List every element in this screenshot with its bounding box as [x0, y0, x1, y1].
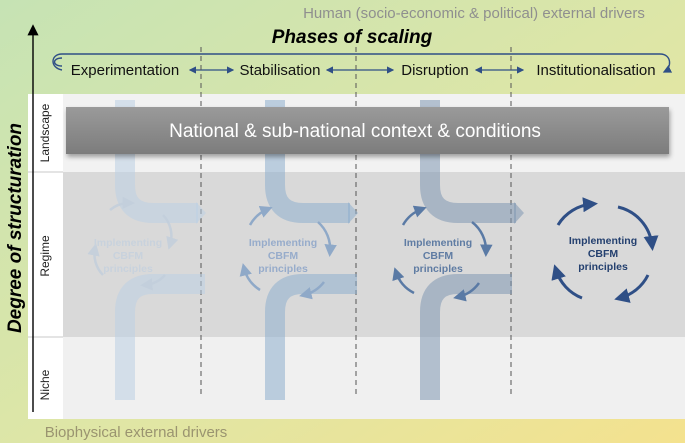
level-label-landscape: Landscape: [38, 103, 52, 162]
niche-band: [63, 337, 685, 419]
y-axis-label: Degree of structuration: [5, 123, 26, 333]
level-label-regime: Regime: [38, 235, 52, 277]
implementing-cycle-3-line1: Implementing: [404, 237, 472, 249]
phase-label-disruption: Disruption: [401, 62, 469, 79]
implementing-cycle-2-line2: CBFM: [268, 250, 299, 262]
implementing-cycle-1-line2: CBFM: [113, 250, 144, 262]
implementing-cycle-2-line1: Implementing: [249, 237, 317, 249]
implementing-cycle-1: [87, 196, 179, 291]
level-label-column: [28, 94, 63, 419]
implementing-cycle-3: [392, 205, 493, 302]
phase-label-stabilisation: Stabilisation: [240, 62, 321, 79]
phases-title: Phases of scaling: [272, 27, 433, 48]
pathway-arrows-disruption: [420, 100, 524, 400]
landscape-context-label: National & sub-national context & condit…: [169, 121, 541, 142]
implementing-cycle-2-line3: principles: [258, 263, 308, 275]
top-driver-label: Human (socio-economic & political) exter…: [303, 5, 645, 22]
bottom-driver-label: Biophysical external drivers: [45, 424, 228, 441]
implementing-cycle-4: [551, 197, 659, 303]
implementing-cycle-3-line2: CBFM: [423, 250, 454, 262]
implementing-cycle-4-line1: Implementing: [569, 235, 637, 247]
implementing-cycle-4-line2: CBFM: [588, 248, 619, 260]
implementing-cycle-1-line1: Implementing: [94, 237, 162, 249]
implementing-cycle-4-line3: principles: [578, 261, 628, 273]
phase-label-institutionalisation: Institutionalisation: [536, 62, 655, 79]
landscape-context-box: [66, 107, 669, 154]
implementing-cycle-3-line3: principles: [413, 263, 463, 275]
phase-bracket-left: [53, 57, 63, 67]
implementing-cycle-2: [239, 206, 337, 300]
phase-label-experimentation: Experimentation: [71, 62, 179, 79]
level-label-niche: Niche: [38, 369, 52, 400]
implementing-cycle-1-line3: principles: [103, 263, 153, 275]
pathway-arrows-stabilisation: [265, 100, 358, 400]
regime-band: [63, 172, 685, 337]
